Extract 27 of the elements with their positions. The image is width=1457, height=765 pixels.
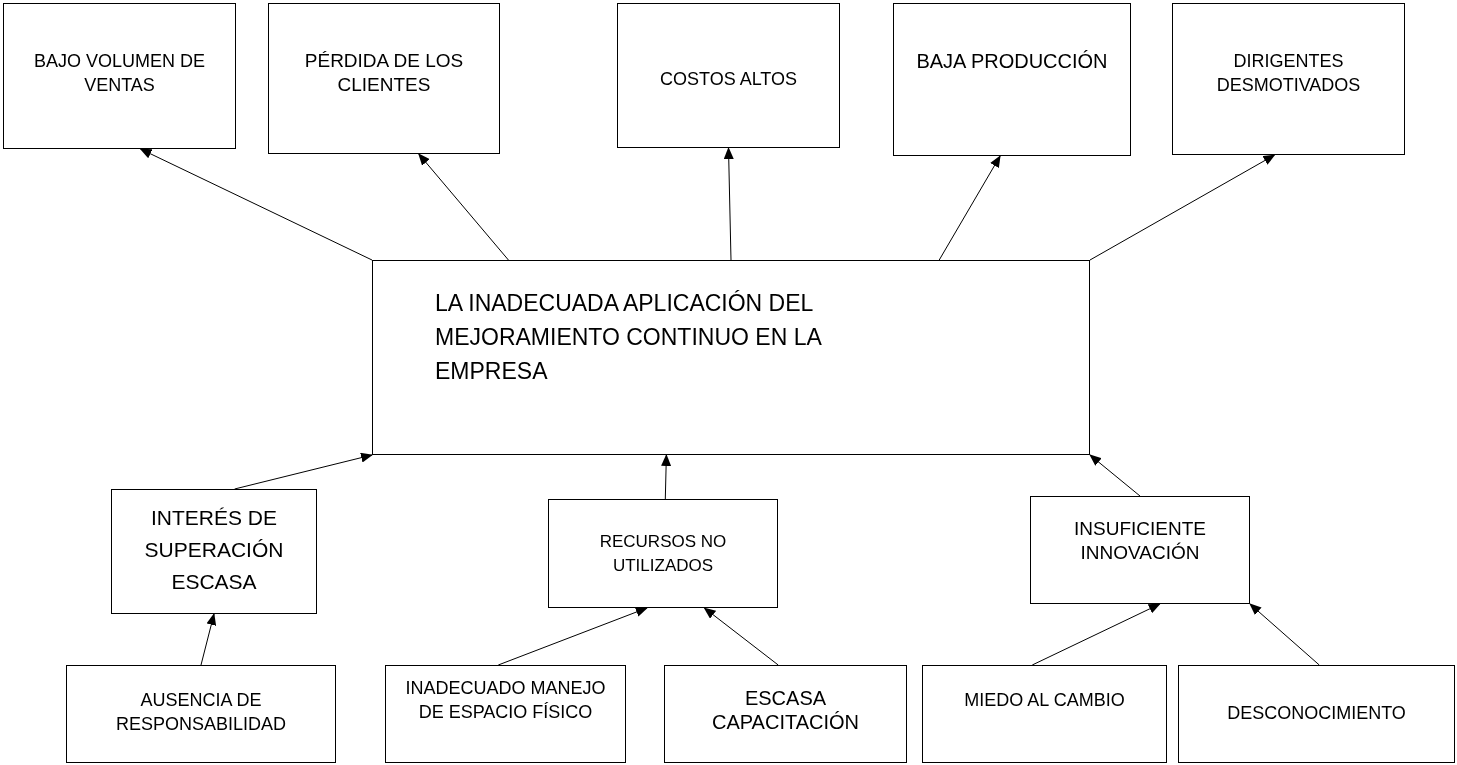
cause-effect-box: INSUFICIENTE INNOVACIÓN — [1030, 496, 1250, 604]
problem-box: LA INADECUADA APLICACIÓN DEL MEJORAMIENTO CONTINUO EN LA EMPRESA — [372, 260, 1090, 455]
cause-effect-box: MIEDO AL CAMBIO — [922, 665, 1167, 763]
arrow — [418, 153, 509, 261]
cause-effect-box: PÉRDIDA DE LOS CLIENTES — [268, 3, 500, 154]
arrow — [661, 454, 672, 500]
arrow — [200, 613, 217, 666]
arrow — [1249, 603, 1320, 666]
cause-effect-box: BAJO VOLUMEN DE VENTAS — [3, 3, 236, 149]
cause-effect-box: INTERÉS DE SUPERACIÓN ESCASA — [111, 489, 317, 614]
cause-effect-box: COSTOS ALTOS — [617, 3, 840, 148]
cause-effect-box: ESCASA CAPACITACIÓN — [664, 665, 907, 763]
arrow — [1031, 603, 1161, 666]
cause-effect-box: RECURSOS NO UTILIZADOS — [548, 499, 778, 608]
arrow — [139, 148, 373, 261]
cause-effect-box: DESCONOCIMIENTO — [1178, 665, 1455, 763]
arrow — [234, 452, 373, 490]
arrow — [1089, 154, 1276, 261]
arrow — [703, 607, 779, 666]
cause-effect-box: DIRIGENTES DESMOTIVADOS — [1172, 3, 1405, 155]
arrow — [938, 155, 1001, 261]
arrow — [1089, 454, 1141, 497]
cause-effect-box: INADECUADO MANEJO DE ESPACIO FÍSICO — [385, 665, 626, 763]
arrow — [497, 607, 648, 666]
cause-effect-box: BAJA PRODUCCIÓN — [893, 3, 1131, 156]
cause-effect-box: AUSENCIA DE RESPONSABILIDAD — [66, 665, 336, 763]
arrow — [723, 147, 734, 261]
